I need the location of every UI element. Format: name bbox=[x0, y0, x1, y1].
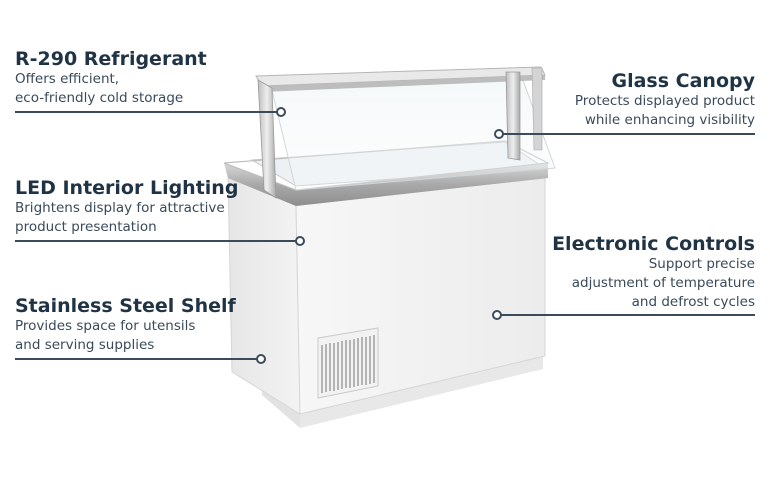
callout-desc-line: and defrost cycles bbox=[631, 294, 755, 310]
canopy-right-post bbox=[505, 71, 521, 161]
callout-desc-line: Brightens display for attractive bbox=[15, 200, 225, 216]
callout-desc-line: Support precise bbox=[648, 256, 755, 272]
callout-refrigerant: R-290 Refrigerant Offers efficient, eco-… bbox=[15, 48, 207, 108]
controls-leader-line bbox=[500, 314, 755, 316]
callout-stainless-shelf: Stainless Steel Shelf Provides space for… bbox=[15, 295, 236, 355]
cabinet-side-panel bbox=[227, 177, 301, 415]
callout-desc-line: adjustment of temperature bbox=[571, 275, 755, 291]
shelf-marker bbox=[256, 354, 266, 364]
callout-title: R-290 Refrigerant bbox=[15, 48, 207, 70]
controls-marker bbox=[492, 310, 502, 320]
canopy-back-post bbox=[531, 67, 543, 151]
canopy-leader-line bbox=[502, 133, 755, 135]
callout-title: Glass Canopy bbox=[611, 70, 756, 92]
callout-glass-canopy: Glass Canopy Protects displayed product … bbox=[575, 70, 755, 130]
callout-led-lighting: LED Interior Lighting Brightens display … bbox=[15, 177, 238, 237]
lighting-leader-line bbox=[15, 240, 300, 242]
callout-title: LED Interior Lighting bbox=[15, 177, 239, 199]
lighting-marker bbox=[295, 236, 305, 246]
canopy-left-post bbox=[257, 79, 277, 199]
callout-desc-line: while enhancing visibility bbox=[584, 112, 755, 128]
compressor-grille bbox=[317, 327, 379, 399]
callout-title: Stainless Steel Shelf bbox=[15, 295, 236, 317]
canopy-marker bbox=[494, 129, 504, 139]
callout-electronic-controls: Electronic Controls Support precise adju… bbox=[552, 233, 755, 312]
callout-desc-line: and serving supplies bbox=[15, 337, 155, 353]
callout-desc-line: eco-friendly cold storage bbox=[15, 90, 184, 106]
callout-title: Electronic Controls bbox=[552, 233, 755, 255]
callout-desc-line: product presentation bbox=[15, 219, 157, 235]
refrigerant-marker bbox=[276, 107, 286, 117]
callout-desc-line: Offers efficient, bbox=[15, 71, 120, 87]
shelf-leader-line bbox=[15, 358, 260, 360]
base-front bbox=[300, 355, 543, 428]
callout-desc-line: Provides space for utensils bbox=[15, 318, 196, 334]
refrigerant-leader-line bbox=[15, 111, 281, 113]
callout-desc-line: Protects displayed product bbox=[574, 93, 755, 109]
